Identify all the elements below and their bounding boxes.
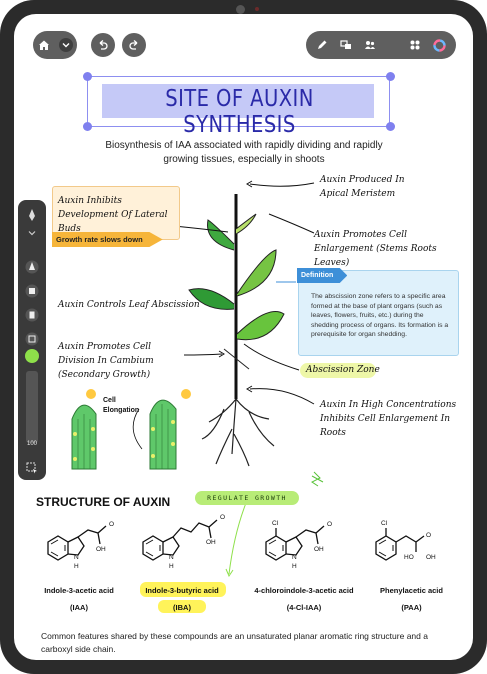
compound-name-4cl-iaa: 4-chloroindole-3-acetic acid (254, 586, 354, 595)
atom-o-2: O (220, 514, 226, 521)
text-box-icon[interactable] (340, 39, 352, 51)
camera-icon (236, 5, 245, 14)
atom-n-3: N (292, 554, 297, 561)
highlighter-tool[interactable] (18, 284, 46, 298)
atom-n-2: N (169, 554, 174, 561)
size-slider[interactable] (26, 371, 38, 443)
atom-cl-4: Cl (381, 520, 388, 527)
molecule-4cl-iaa (265, 525, 325, 561)
lasso-tool[interactable] (18, 332, 46, 346)
atom-o-3: O (327, 521, 333, 528)
home-pill[interactable] (33, 31, 77, 59)
atom-oh-4: OH (426, 554, 436, 561)
color-wheel-icon[interactable] (433, 38, 446, 52)
grid-icon[interactable] (409, 39, 421, 51)
iba-abbr-highlight (158, 600, 206, 613)
pen-toolbar[interactable]: 100 (18, 200, 46, 480)
atom-o-4: O (426, 532, 432, 539)
people-icon[interactable] (364, 39, 376, 51)
compound-name-iba: Indole-3-butyric acid (145, 586, 219, 595)
structure-heading: STRUCTURE OF AUXIN (36, 495, 171, 509)
regulate-growth-tag[interactable]: REGULATE GROWTH (195, 491, 299, 505)
compound-name-paa: Phenylacetic acid (380, 586, 443, 595)
definition-tag: Definition (297, 268, 348, 283)
eraser-icon (25, 308, 39, 322)
title-frame[interactable]: SITE OF AUXIN SYNTHESIS (87, 76, 390, 138)
redo-button[interactable] (122, 33, 146, 57)
compound-name-iaa: Indole-3-acetic acid (44, 586, 114, 595)
note-apical: Auxin Produced In Apical Meristem (320, 175, 405, 199)
atom-o-1: O (109, 521, 115, 528)
selection-icon (26, 462, 37, 474)
note-canvas[interactable]: SITE OF AUXIN SYNTHESIS Biosynthesis of … (14, 14, 473, 660)
marker-tool[interactable] (18, 260, 46, 274)
color-swatch-green[interactable] (25, 349, 39, 363)
molecule-iba (142, 519, 218, 561)
abscission-zone-highlight (300, 363, 376, 378)
atom-h-1: H (74, 563, 79, 570)
title-highlight (102, 84, 374, 118)
cell-elongation-label: Cell Elongation (103, 397, 140, 414)
abscission-zone-label: Abscission Zone (306, 365, 380, 375)
page-title: SITE OF AUXIN SYNTHESIS (165, 86, 314, 138)
highlighter-icon (25, 284, 39, 298)
pen-tool[interactable] (18, 208, 46, 222)
compound-abbr-iba: (IBA) (173, 603, 191, 612)
tools-pill[interactable] (306, 31, 456, 59)
atom-oh-3: OH (314, 546, 324, 553)
growth-rate-tag[interactable]: Growth rate slows down (52, 232, 163, 247)
atom-ho-4: HO (404, 554, 414, 561)
chevron-down-icon[interactable] (58, 38, 73, 52)
atom-h-2: H (169, 563, 174, 570)
subtitle: Biosynthesis of IAA associated with rapi… (105, 140, 383, 165)
annotation-arrows (173, 180, 324, 578)
note-abscission-control: Auxin Controls Leaf Abscission (58, 300, 200, 310)
atom-cl-3: Cl (272, 520, 279, 527)
select-tool[interactable] (18, 462, 46, 474)
collapse-toolbar[interactable] (18, 230, 46, 236)
marker-icon (25, 260, 39, 274)
atom-oh-2: OH (206, 539, 216, 546)
note-enlargement: Auxin Promotes Cell Enlargement (Stems R… (314, 230, 437, 268)
molecule-iaa (47, 525, 107, 561)
compound-abbr-iaa: (IAA) (70, 603, 88, 612)
resize-handle-br[interactable] (386, 122, 395, 131)
definition-text: The abscission zone refers to a specific… (311, 293, 449, 338)
compound-abbr-paa: (PAA) (401, 603, 422, 612)
resize-handle-tr[interactable] (386, 72, 395, 81)
eraser-tool[interactable] (18, 308, 46, 322)
note-high-concentration: Auxin In High Concentrations Inhibits Ce… (320, 400, 457, 438)
camera-indicator (255, 7, 259, 11)
atom-h-3: H (292, 563, 297, 570)
cell-elongation-illustration (71, 389, 191, 470)
note-inhibits-text: Auxin Inhibits Development Of Lateral Bu… (58, 196, 168, 234)
atom-n-1: N (74, 554, 79, 561)
redo-icon (129, 40, 138, 50)
chevron-down-icon (28, 231, 36, 236)
note-cambium: Auxin Promotes Cell Division In Cambium … (58, 342, 154, 380)
home-icon[interactable] (38, 39, 50, 51)
undo-button[interactable] (91, 33, 115, 57)
atom-oh-1: OH (96, 546, 106, 553)
footer-note: Common features shared by these compound… (41, 631, 428, 654)
lasso-icon (25, 332, 39, 346)
resize-handle-tl[interactable] (83, 72, 92, 81)
definition-box[interactable] (298, 270, 459, 356)
resize-handle-bl[interactable] (83, 122, 92, 131)
compound-abbr-4cl-iaa: (4-Cl-IAA) (286, 603, 322, 612)
plant-illustration (188, 194, 285, 467)
slider-value: 100 (26, 441, 37, 447)
molecule-paa (375, 528, 425, 561)
iba-highlight (140, 582, 226, 597)
pencil-icon[interactable] (316, 39, 328, 51)
fountain-pen-icon (29, 209, 35, 221)
undo-icon (99, 40, 108, 50)
